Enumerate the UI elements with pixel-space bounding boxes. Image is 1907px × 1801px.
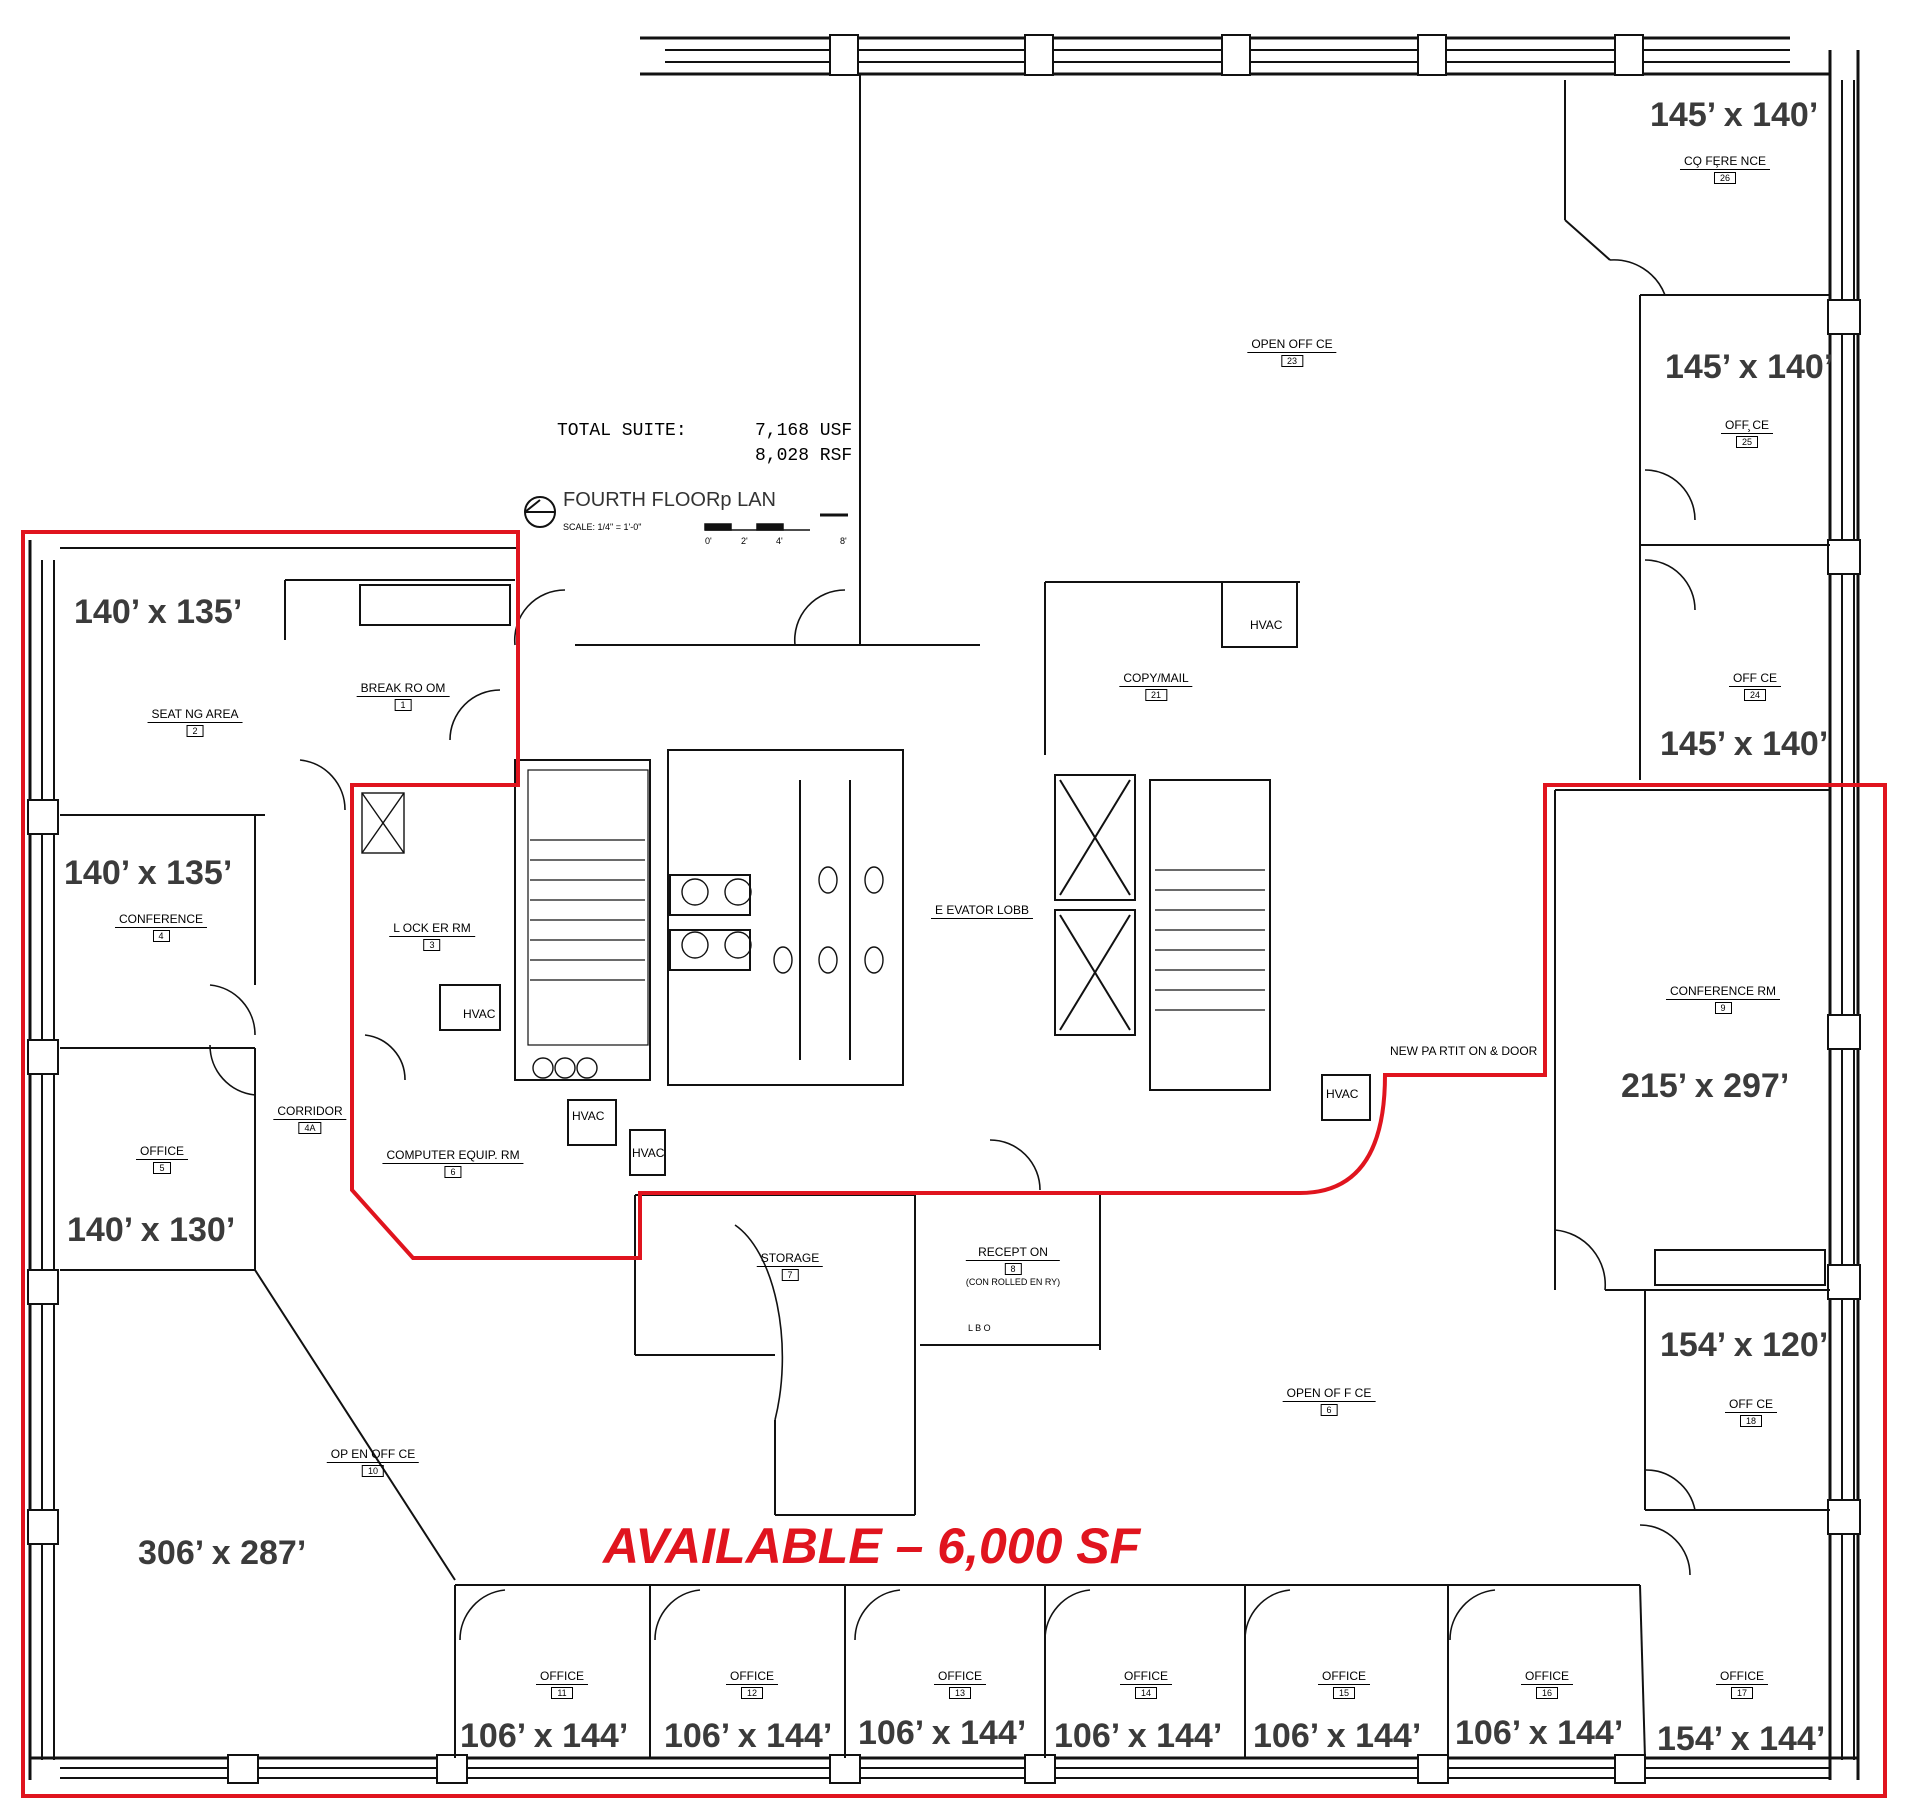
partition-note: NEW PA RTIT ON & DOOR <box>1390 1044 1538 1058</box>
available-space-label: AVAILABLE – 6,000 SF <box>603 1518 1141 1574</box>
north-arrow-icon <box>524 496 848 528</box>
scale-tick-0: 0' <box>705 536 712 546</box>
stairs <box>527 769 1265 1046</box>
dimension-conference-26: 145’ x 140’ <box>1650 96 1819 134</box>
plan-scale: SCALE: 1/4" = 1'-0" <box>563 522 642 532</box>
dimension-conference-4: 140’ x 135’ <box>64 854 233 892</box>
hvac-label-corridor: HVAC <box>572 1109 605 1123</box>
total-suite-usf: 7,168 USF <box>755 421 853 441</box>
room-label-elevator-lobby: E EVATOR LOBB <box>930 903 1034 919</box>
east-exterior-wall <box>1827 50 1861 1780</box>
dimension-seating-area-2: 140’ x 135’ <box>74 593 243 631</box>
total-suite-rsf: 8,028 RSF <box>755 446 853 466</box>
dimension-conference-rm-9: 215’ x 297’ <box>1621 1067 1790 1105</box>
dimension-office-13: 106’ x 144’ <box>858 1714 1027 1752</box>
north-exterior-wall <box>640 34 1830 76</box>
dimension-office-25: 145’ x 140’ <box>1665 348 1834 386</box>
lobby-note: L B O <box>968 1323 991 1333</box>
door-swings <box>209 259 1696 1641</box>
scale-tick-4: 4' <box>776 536 783 546</box>
dimension-office-5: 140’ x 130’ <box>67 1211 236 1249</box>
hvac-label-north: HVAC <box>1250 618 1283 632</box>
restroom-fixtures <box>361 792 884 1079</box>
west-exterior-wall <box>27 540 59 1780</box>
scale-bar <box>704 523 810 531</box>
total-suite-label: TOTAL SUITE: <box>557 421 687 441</box>
hvac-label-east: HVAC <box>1326 1087 1359 1101</box>
interior-walls <box>60 75 1830 1759</box>
dimension-office-18: 154’ x 120’ <box>1660 1326 1829 1364</box>
hvac-label-stair: HVAC <box>632 1146 665 1160</box>
south-exterior-wall <box>30 1754 1858 1784</box>
dimension-office-15: 106’ x 144’ <box>1253 1717 1422 1755</box>
plan-title: FOURTH FLOORp LAN <box>563 489 776 511</box>
hvac-label-locker: HVAC <box>463 1007 496 1021</box>
dimension-office-16: 106’ x 144’ <box>1455 1714 1624 1752</box>
dimension-office-12: 106’ x 144’ <box>664 1717 833 1755</box>
dimension-office-17: 154’ x 144’ <box>1657 1720 1826 1758</box>
dimension-open-office-10: 306’ x 287’ <box>138 1534 307 1572</box>
scale-tick-8: 8' <box>840 536 847 546</box>
dimension-office-11: 106’ x 144’ <box>460 1717 629 1755</box>
available-space-outline <box>21 530 1887 1798</box>
dimension-office-24: 145’ x 140’ <box>1660 725 1829 763</box>
scale-tick-2: 2' <box>741 536 748 546</box>
dimension-office-14: 106’ x 144’ <box>1054 1717 1223 1755</box>
